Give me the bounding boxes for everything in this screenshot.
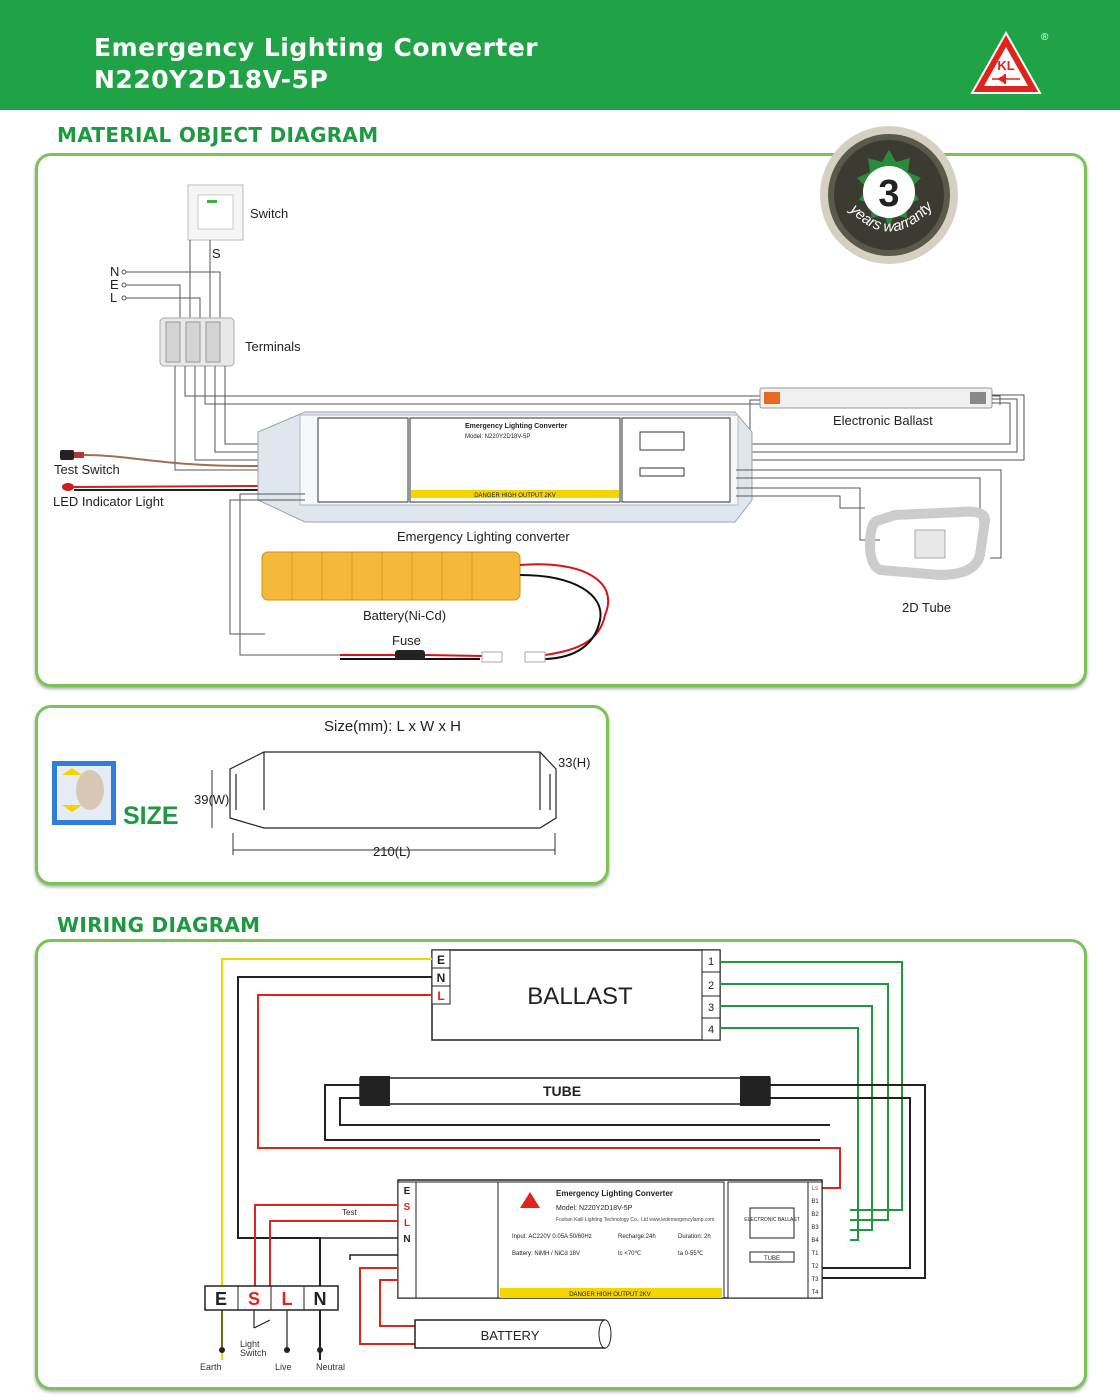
term-ls: Ls xyxy=(812,1186,818,1192)
label-test: Test xyxy=(342,1208,357,1217)
kl-logo: KL ® xyxy=(970,30,1049,94)
wiring-converter-tc: tc <70℃ xyxy=(618,1251,642,1257)
term-t2: T2 xyxy=(811,1264,819,1270)
converter-outline xyxy=(229,751,557,829)
esln-n: N xyxy=(314,1289,327,1309)
label-s: S xyxy=(212,246,221,261)
wiring-converter-company: Foshan Kaili Lighting Technology Co., Lt… xyxy=(556,1217,714,1223)
battery-label: BATTERY xyxy=(481,1328,540,1343)
label-switch: Switch xyxy=(250,206,288,221)
term-e: E xyxy=(404,1186,411,1197)
wiring-converter-battery: Battery: NiMH / NiCd 18V xyxy=(512,1251,580,1257)
ballast-input-e: E xyxy=(437,953,445,967)
label-electronic-ballast: Electronic Ballast xyxy=(833,413,933,428)
esln-l: L xyxy=(282,1289,293,1309)
term-b4: B4 xyxy=(811,1238,819,1244)
label-test-switch: Test Switch xyxy=(54,462,120,477)
term-t3: T3 xyxy=(811,1277,819,1283)
wiring-converter-duration: Duration: 2h xyxy=(678,1234,711,1240)
label-live: Live xyxy=(275,1362,292,1372)
material-diagram: 3 years warranty Switch S N E L Terminal… xyxy=(53,126,1025,663)
header-title-line1: Emergency Lighting Converter xyxy=(94,33,539,62)
wiring-converter-ta: ta 0-55℃ xyxy=(678,1251,704,1257)
battery-pack xyxy=(261,551,610,660)
registered-mark: ® xyxy=(1041,32,1049,43)
converter-label-wiring xyxy=(397,1179,823,1299)
term-b3: B3 xyxy=(811,1225,819,1231)
wiring-converter-recharge: Recharge:24h xyxy=(618,1234,656,1240)
label-terminals: Terminals xyxy=(245,339,301,354)
term-s: S xyxy=(404,1202,411,1213)
label-led-indicator: LED Indicator Light xyxy=(53,494,164,509)
wiring-ballast-box: ELECTRONIC BALLAST xyxy=(744,1217,800,1223)
fuse xyxy=(340,650,546,663)
term-b2: B2 xyxy=(811,1212,819,1218)
wiring-diagram: E N L 1 2 3 4 BALLAST TUBE xyxy=(200,949,926,1372)
label-neutral: Neutral xyxy=(316,1362,345,1372)
tube xyxy=(359,1076,771,1106)
label-converter: Emergency Lighting converter xyxy=(397,529,570,544)
esln-s: S xyxy=(248,1289,260,1309)
label-l: L xyxy=(110,290,117,305)
size-icon xyxy=(52,761,116,825)
label-switch-bottom: Switch xyxy=(240,1348,267,1358)
size-panel xyxy=(35,705,609,885)
label-e: E xyxy=(110,277,119,292)
size-height: 33(H) xyxy=(558,755,591,770)
size-width: 39(W) xyxy=(194,792,229,807)
ballast-output-3: 3 xyxy=(708,1002,714,1014)
term-n: N xyxy=(403,1234,410,1245)
ballast-box xyxy=(431,949,721,1041)
esln-terminal-block xyxy=(204,1285,339,1311)
converter-label-danger: DANGER HIGH OUTPUT 2KV xyxy=(474,493,556,499)
label-earth: Earth xyxy=(200,1362,222,1372)
size-label: SIZE xyxy=(123,802,179,830)
term-t4: T4 xyxy=(811,1290,819,1296)
converter-label-title: Emergency Lighting Converter xyxy=(465,423,568,430)
test-switch xyxy=(60,450,305,467)
wiring-tube-box: TUBE xyxy=(764,1256,780,1262)
tube-2d xyxy=(864,506,991,581)
wiring-converter-model: Model: N220Y2D18V-5P xyxy=(556,1205,633,1212)
label-n: N xyxy=(110,264,119,279)
wiring-converter-input: Input: AC220V 0.05A 50/60Hz xyxy=(512,1234,592,1240)
wall-switch xyxy=(187,184,244,241)
term-l: L xyxy=(404,1218,410,1229)
label-battery: Battery(Ni-Cd) xyxy=(363,608,446,623)
label-tube-2d: 2D Tube xyxy=(902,600,951,615)
term-b1: B1 xyxy=(811,1199,819,1205)
battery xyxy=(414,1319,612,1349)
wiring-converter-title: Emergency Lighting Converter xyxy=(556,1189,673,1198)
ballast-input-n: N xyxy=(437,971,446,985)
tube-label: TUBE xyxy=(543,1083,581,1099)
wiring-section-title: WIRING DIAGRAM xyxy=(57,913,261,937)
size-diagram: Size(mm): L x W x H SIZE 33(H) 39(W) 210… xyxy=(52,718,591,859)
warranty-number: 3 xyxy=(878,173,899,215)
size-title: Size(mm): L x W x H xyxy=(324,718,461,735)
esln-e: E xyxy=(215,1289,227,1309)
terminal-block xyxy=(159,317,235,367)
ballast-output-1: 1 xyxy=(708,956,714,968)
warranty-badge: 3 years warranty xyxy=(820,126,958,264)
converter-label-model: Model: N220Y2D18V-5P xyxy=(465,434,530,440)
header-title-line2: N220Y2D18V-5P xyxy=(94,65,329,94)
converter-case: Emergency Lighting Converter Model: N220… xyxy=(257,411,753,523)
term-t1: T1 xyxy=(811,1251,819,1257)
logo-text: KL xyxy=(997,58,1014,73)
ballast-label: BALLAST xyxy=(527,983,633,1010)
electronic-ballast xyxy=(759,387,993,409)
ballast-input-l: L xyxy=(437,989,444,1003)
ballast-output-4: 4 xyxy=(708,1024,714,1036)
ballast-output-2: 2 xyxy=(708,980,714,992)
wiring-converter-danger: DANGER HIGH OUTPUT 2KV xyxy=(569,1292,651,1298)
page-header: Emergency Lighting Converter N220Y2D18V-… xyxy=(0,0,1120,110)
size-length: 210(L) xyxy=(373,844,411,859)
label-light: Light xyxy=(240,1339,260,1349)
label-fuse: Fuse xyxy=(392,633,421,648)
material-section-title: MATERIAL OBJECT DIAGRAM xyxy=(57,123,379,147)
